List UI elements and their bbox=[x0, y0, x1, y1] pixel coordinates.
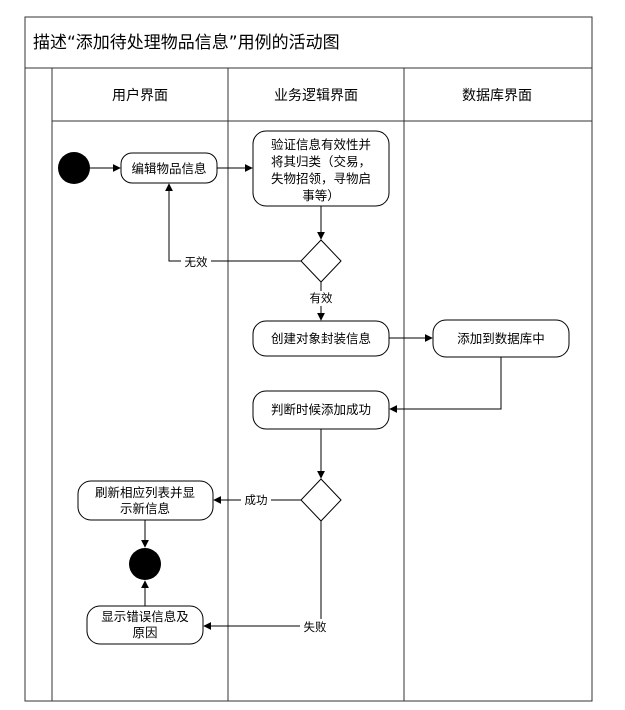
edge-label-invalid: 无效 bbox=[185, 255, 208, 269]
edge-label-valid: 有效 bbox=[310, 291, 333, 305]
diagram-frame bbox=[24, 16, 593, 702]
action-validate-line-1: 验证信息有效性并 bbox=[271, 137, 371, 152]
action-refresh-list-line-2: 示新信息 bbox=[120, 501, 170, 516]
lane-header-business: 业务逻辑界面 bbox=[274, 88, 358, 104]
end-node bbox=[129, 548, 161, 580]
action-add-to-db-label: 添加到数据库中 bbox=[457, 331, 545, 346]
action-show-error-line-1: 显示错误信息及 bbox=[101, 609, 189, 624]
edge-label-fail: 失败 bbox=[304, 620, 327, 634]
action-create-object-label: 创建对象封装信息 bbox=[271, 331, 371, 346]
edge-invalid-to-edit bbox=[165, 183, 301, 262]
edge-db-to-judge bbox=[389, 357, 502, 413]
start-node bbox=[58, 152, 90, 184]
action-refresh-list-line-1: 刷新相应列表并显 bbox=[95, 485, 195, 500]
action-validate-line-2: 将其归类（交易， bbox=[271, 154, 371, 169]
edge-label-invalid-bg bbox=[181, 254, 211, 269]
action-show-error-line-2: 原因 bbox=[132, 625, 157, 640]
edge-label-valid-bg bbox=[306, 291, 336, 306]
decision-success bbox=[300, 478, 342, 522]
edge-fail-to-error bbox=[203, 521, 322, 630]
edge-label-success-bg bbox=[241, 492, 271, 507]
action-edit-item-label: 编辑物品信息 bbox=[131, 161, 206, 176]
lane-header-database: 数据库界面 bbox=[462, 88, 532, 104]
action-validate-line-4: 事等） bbox=[302, 188, 340, 203]
diagram-title: 描述“添加待处理物品信息”用例的活动图 bbox=[33, 33, 340, 53]
action-judge-success-label: 判断时候添加成功 bbox=[271, 402, 371, 417]
edge-label-success: 成功 bbox=[245, 493, 268, 507]
lane-header-user: 用户界面 bbox=[112, 87, 168, 104]
decision-valid bbox=[300, 239, 342, 283]
action-validate-line-3: 失物招领，寻物启 bbox=[271, 171, 371, 186]
edge-label-fail-bg bbox=[300, 619, 330, 634]
